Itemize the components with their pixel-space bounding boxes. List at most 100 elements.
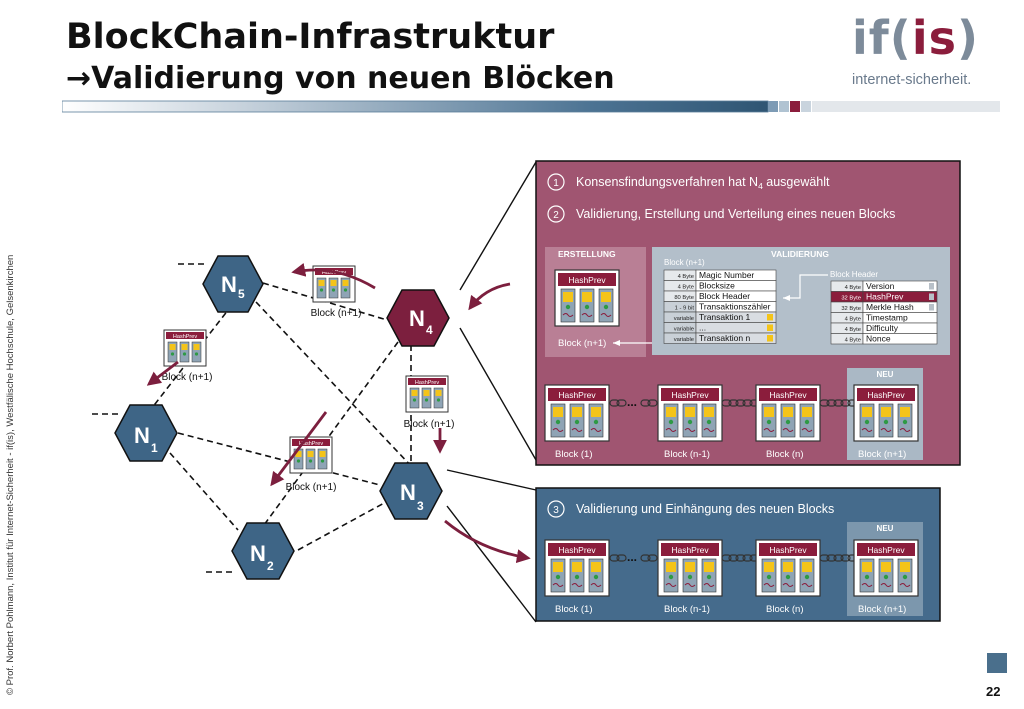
header-field: Version	[866, 281, 895, 291]
node-n2: N 2	[231, 522, 295, 580]
step1-text: Konsensfindungsverfahren hat N4 ausgewäh…	[576, 175, 830, 191]
page-number: 22	[986, 684, 1001, 699]
propagation-arrows	[146, 262, 531, 564]
struct-size: variable	[674, 326, 694, 332]
panel-bottom: 3 Validierung und Einhängung des neuen B…	[535, 487, 941, 622]
network-edges	[92, 263, 414, 573]
header-marker	[929, 304, 934, 311]
floating-block: HashPrev Block (n+1)	[162, 329, 213, 383]
block-header-title: Block Header	[830, 270, 878, 279]
chain-block-label: Block (1)	[555, 604, 592, 615]
svg-text:HashPrev: HashPrev	[769, 390, 807, 400]
node-index: 4	[426, 323, 433, 337]
header-field: Merkle Hash	[866, 302, 914, 312]
step-number: 1	[553, 178, 559, 189]
floating-block: HashPrev Block (n+1)	[311, 265, 362, 319]
header-marker	[929, 283, 934, 290]
chain-ellipsis: ...	[627, 550, 637, 564]
step2-text: Validierung, Erstellung und Verteilung e…	[576, 207, 895, 221]
node-index: 1	[151, 441, 158, 455]
floating-block-label: Block (n+1)	[162, 372, 213, 383]
header-field: Nonce	[866, 334, 891, 344]
chain-block-label: Block (1)	[555, 449, 592, 460]
block-structure-title: Block (n+1)	[664, 258, 705, 267]
svg-text:HashPrev: HashPrev	[173, 334, 197, 340]
svg-text:HashPrev: HashPrev	[558, 545, 596, 555]
svg-text:HashPrev: HashPrev	[568, 275, 606, 285]
header-size: 4 Byte	[845, 337, 861, 343]
transaction-marker	[767, 335, 773, 342]
chain-block-label: Block (n+1)	[858, 449, 906, 460]
struct-field: Transaktionszähler	[699, 302, 771, 312]
header-size: 32 Byte	[841, 295, 861, 301]
struct-field-cell	[695, 322, 777, 334]
struct-field: Block Header	[699, 291, 750, 301]
step-number: 3	[553, 505, 559, 516]
transaction-marker	[767, 324, 773, 331]
struct-size: 4 Byte	[678, 274, 694, 280]
header-size: 4 Byte	[845, 327, 861, 333]
node-index: 3	[417, 499, 424, 513]
floating-block: HashPrev Block (n+1)	[404, 375, 455, 430]
struct-field: Transaktion n	[699, 333, 750, 343]
svg-text:HashPrev: HashPrev	[299, 441, 323, 447]
page-subtitle: →Validierung von neuen Blöcken	[66, 60, 615, 98]
header-field: Timestamp	[866, 313, 908, 323]
node-n3: N 3	[379, 462, 443, 520]
step3-text: Validierung und Einhängung des neuen Blo…	[576, 502, 834, 516]
svg-text:HashPrev: HashPrev	[671, 545, 709, 555]
chain-block-label: Block (n-1)	[664, 604, 710, 615]
neu-label: NEU	[877, 370, 894, 379]
struct-field: Magic Number	[699, 270, 754, 280]
node-n5: N 5	[202, 255, 264, 313]
struct-size: 1 - 9 bit	[675, 305, 695, 311]
page-corner-square	[987, 653, 1007, 673]
svg-text:HashPrev: HashPrev	[867, 545, 905, 555]
floating-block-label: Block (n+1)	[311, 308, 362, 319]
node-label: N	[400, 480, 416, 505]
svg-text:HashPrev: HashPrev	[415, 380, 439, 386]
chain-block-label: Block (n)	[766, 449, 803, 460]
node-label: N	[250, 541, 266, 566]
step-number: 2	[553, 210, 559, 221]
struct-field: Transaktion 1	[699, 312, 750, 322]
node-index: 5	[238, 287, 245, 301]
header-size: 32 Byte	[841, 306, 861, 312]
struct-size: 4 Byte	[678, 284, 694, 290]
panel-connectors	[446, 161, 537, 623]
node-label: N	[134, 423, 150, 448]
node-index: 2	[267, 559, 274, 573]
header-size: 4 Byte	[845, 316, 861, 322]
logo-wordmark: if(is)	[852, 11, 979, 65]
neu-label: NEU	[877, 524, 894, 533]
header-field-cell	[862, 333, 938, 345]
header-field: Difficulty	[866, 323, 899, 333]
panel-top: 1 Konsensfindungsverfahren hat N4 ausgew…	[535, 160, 961, 466]
erstellung-label: ERSTELLUNG	[558, 249, 616, 259]
page-title: BlockChain-Infrastruktur	[66, 17, 555, 57]
chain-block-label: Block (n-1)	[664, 449, 710, 460]
node-label: N	[409, 306, 425, 331]
node-n1: N 1	[114, 404, 178, 462]
svg-text:HashPrev: HashPrev	[558, 390, 596, 400]
blockchain-top: HashPrev ... HashPrev HashPrev HashPrev …	[544, 384, 919, 460]
struct-size: variable	[674, 316, 694, 322]
struct-size: variable	[674, 337, 694, 343]
struct-size: 80 Byte	[674, 295, 694, 301]
ifis-logo: if(is) internet-sicherheit.	[852, 12, 992, 92]
svg-text:HashPrev: HashPrev	[769, 545, 807, 555]
chain-ellipsis: ...	[627, 395, 637, 409]
validierung-label: VALIDIERUNG	[771, 249, 829, 259]
arrow-right-icon: →	[66, 61, 92, 96]
floating-block-label: Block (n+1)	[404, 419, 455, 430]
header-field: HashPrev	[866, 292, 904, 302]
svg-text:HashPrev: HashPrev	[671, 390, 709, 400]
struct-field: Blocksize	[699, 281, 735, 291]
erstellung-block-label: Block (n+1)	[558, 338, 606, 349]
svg-text:HashPrev: HashPrev	[867, 390, 905, 400]
blockchain-bottom: HashPrev ... HashPrev HashPrev HashPrev …	[544, 539, 919, 615]
chain-block-label: Block (n)	[766, 604, 803, 615]
